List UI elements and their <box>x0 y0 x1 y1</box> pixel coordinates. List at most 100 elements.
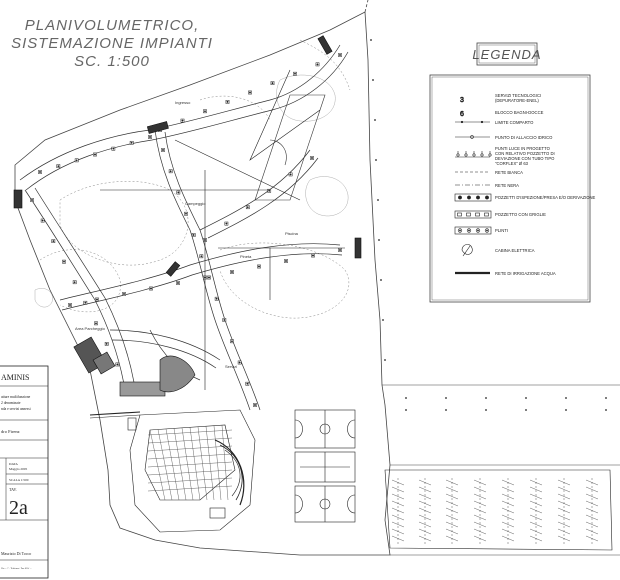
light-post <box>191 233 196 237</box>
legend-label-6: RETE BIANCA <box>495 170 523 175</box>
light-post <box>51 239 56 243</box>
title-block-tav-number: 2a <box>9 497 28 519</box>
light-post <box>161 148 165 152</box>
terrain-contours <box>39 39 351 319</box>
legend-symbol-8 <box>454 193 492 202</box>
light-post <box>214 296 219 301</box>
light-post <box>230 339 234 344</box>
light-post <box>111 146 116 151</box>
light-post <box>338 248 342 252</box>
legend-label-3: LIMITE COMPARTO <box>495 120 534 125</box>
legend-labels: SERVIZI TECNOLOGICI(DEPURATORE-ENEL) BLO… <box>495 93 596 276</box>
title-block-project: AMINIS <box>1 373 29 382</box>
title-block-location: dro Firenz <box>1 429 20 434</box>
title-block-desc-1: atture multifunzione <box>1 395 31 399</box>
light-post <box>149 286 153 291</box>
light-post <box>122 292 126 296</box>
light-post <box>270 81 275 85</box>
legend-symbols: 3 6 <box>454 97 492 275</box>
legend-symbol-1: 3 <box>460 97 464 104</box>
light-post <box>222 318 227 322</box>
light-post <box>288 172 293 177</box>
light-post <box>40 218 45 223</box>
plan-label-6: Piscina <box>285 231 299 236</box>
plan-label-5: Pineta <box>240 254 252 259</box>
title-block-tav-label: TAV. <box>9 487 17 492</box>
light-post <box>72 280 77 285</box>
legend-label-4: PUNTO DI ALLACCIO IDRICO <box>495 135 553 140</box>
light-post <box>115 362 120 367</box>
light-post <box>38 170 42 174</box>
title-block-desc-3: nda e servizi annessi <box>1 407 31 411</box>
legend-symbol-9 <box>454 210 492 219</box>
light-post <box>311 253 315 258</box>
light-post <box>95 297 99 302</box>
south-complex <box>89 409 256 533</box>
title-line-3: SC. 1:500 <box>74 53 150 70</box>
title-block: AMINIS atture multifunzione 2 denominate… <box>0 365 49 579</box>
plan-label-2: Campeggio <box>185 201 206 206</box>
legend-label-2: BLOCCO BAGNI-DOCCE <box>495 110 544 115</box>
light-post <box>253 403 257 407</box>
title-block-footer: Via ... 7 · Telefono / Fax 055/ ... <box>1 567 32 570</box>
legend: LEGENDA 3 6 <box>429 42 596 303</box>
light-post <box>293 71 297 76</box>
sports-courts <box>294 409 356 523</box>
plan-labels: Ingresso Campeggio Area Parcheggio Servi… <box>75 100 299 369</box>
title-block-desc-2: 2 denominate <box>1 401 21 405</box>
light-post <box>94 321 98 326</box>
light-post <box>237 360 242 365</box>
light-posts <box>30 53 342 407</box>
light-post <box>176 190 181 195</box>
legend-symbol-11 <box>461 244 473 257</box>
light-post <box>267 188 272 193</box>
internal-roads <box>19 44 349 411</box>
light-post <box>129 140 134 145</box>
light-post <box>83 300 88 305</box>
service-blocks <box>13 35 362 397</box>
light-post <box>207 275 211 280</box>
light-post <box>245 205 250 210</box>
light-post <box>168 169 173 174</box>
title-block-date-value: Maggio 2005 <box>9 467 27 471</box>
title-block-date-label: DATA <box>9 462 18 466</box>
light-post <box>224 221 229 226</box>
light-post <box>245 381 250 386</box>
light-post <box>180 118 185 123</box>
light-post <box>104 342 109 346</box>
plan-label-1: Ingresso <box>175 100 191 105</box>
light-post <box>284 259 288 263</box>
terrain-blobs <box>34 74 349 308</box>
light-post <box>30 198 34 202</box>
legend-label-11: CABINA ELETTRICA <box>495 248 535 253</box>
legend-label-9: POZZETTO CON GRIGLIE <box>495 212 546 217</box>
title-block-author: Maurizio Di Tocco <box>1 551 31 556</box>
light-post <box>184 211 188 216</box>
parking-area-north <box>254 94 326 201</box>
light-post <box>225 100 230 104</box>
light-post <box>257 264 261 269</box>
legend-heading: LEGENDA <box>472 47 541 62</box>
plan-label-3: Area Parcheggio <box>75 326 106 331</box>
drawing-title: PLANIVOLUMETRICO, SISTEMAZIONE IMPIANTI … <box>11 17 213 70</box>
legend-symbol-2: 6 <box>460 111 464 118</box>
light-post <box>310 156 314 160</box>
east-parking <box>384 469 613 551</box>
light-post <box>68 303 72 307</box>
light-post <box>203 109 207 114</box>
light-post <box>56 164 61 169</box>
service-lines <box>100 69 345 390</box>
light-post <box>248 90 252 95</box>
legend-symbol-10 <box>454 226 492 235</box>
legend-label-1: SERVIZI TECNOLOGICI(DEPURATORE-ENEL) <box>495 93 541 103</box>
plan-label-4: Servizi <box>225 364 237 369</box>
light-post <box>230 270 234 274</box>
legend-frame <box>429 74 591 303</box>
light-post <box>74 158 79 163</box>
legend-heading-frame <box>476 42 538 66</box>
light-post <box>148 135 152 139</box>
legend-symbol-5 <box>455 151 492 158</box>
title-line-2: SISTEMAZIONE IMPIANTI <box>11 35 213 52</box>
